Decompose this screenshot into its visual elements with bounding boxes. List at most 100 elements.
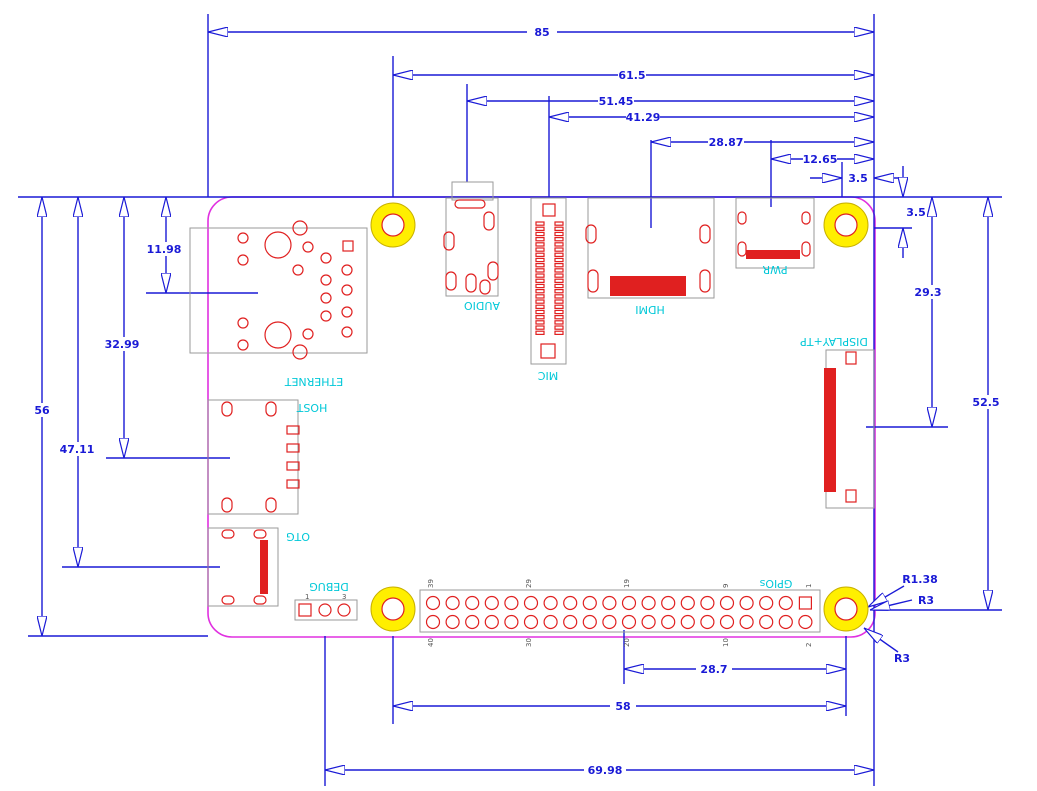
label-gpios: GPIOs bbox=[759, 577, 792, 590]
mic-fpc-pad bbox=[554, 330, 564, 336]
host-usb-connector bbox=[207, 399, 300, 515]
mic-fpc-pad bbox=[554, 252, 564, 257]
gpio-pin-2: 2 bbox=[805, 643, 813, 647]
mic-fpc-pad bbox=[535, 304, 545, 310]
mic-fpc-pad bbox=[554, 278, 564, 284]
mic-fpc-pad bbox=[554, 221, 564, 226]
mic-fpc-pad bbox=[554, 231, 564, 237]
mic-fpc-pad bbox=[535, 325, 545, 330]
mic-fpc-pad bbox=[535, 242, 545, 247]
gpio-pin-pad bbox=[465, 614, 480, 630]
otg-usb-connector bbox=[207, 527, 279, 607]
gpio-pin-pad bbox=[719, 614, 735, 630]
label-audio: AUDIO bbox=[464, 299, 500, 312]
audio-jack bbox=[443, 181, 499, 297]
mic-fpc-pad bbox=[554, 289, 564, 294]
gpio-pin-pad bbox=[661, 614, 676, 630]
gpio-pin-pad bbox=[621, 595, 637, 611]
mic-fpc-pad bbox=[554, 325, 564, 330]
gpio-pin-9: 9 bbox=[722, 584, 730, 588]
gpio-pin-19: 19 bbox=[623, 579, 631, 588]
gpio-pin-pad bbox=[484, 614, 499, 630]
gpio-pin-pad bbox=[445, 614, 460, 630]
dimension-labels: 85 61.5 51.45 41.29 28.87 12.65 3.5 3.5 … bbox=[28, 25, 1008, 777]
gpio-pin-pad bbox=[700, 614, 715, 630]
dim-label-32-99: 32.99 bbox=[105, 338, 140, 351]
dimension-lines-top bbox=[207, 14, 906, 636]
mounting-hole-bottom-right bbox=[823, 586, 869, 632]
gpio-pin-10: 10 bbox=[722, 638, 730, 647]
mic-fpc-pad bbox=[554, 273, 564, 278]
gpio-header bbox=[419, 589, 821, 633]
gpio-pin-pad bbox=[621, 614, 637, 630]
component-labels: ETHERNET AUDIO MIC HDMI PWR DISPLAY+TP H… bbox=[285, 263, 868, 593]
dim-label-28-87: 28.87 bbox=[709, 136, 744, 149]
gpio-pin-pad bbox=[582, 595, 597, 611]
dim-label-r1-38: R1.38 bbox=[902, 573, 938, 586]
mic-fpc-pad bbox=[535, 221, 545, 226]
gpio-pin-pad bbox=[582, 614, 597, 630]
mic-fpc-pad bbox=[535, 330, 545, 336]
mic-fpc-pad bbox=[554, 242, 564, 247]
dim-label-58: 58 bbox=[615, 700, 630, 713]
gpio-pin-pad bbox=[602, 595, 617, 611]
dim-label-52-5: 52.5 bbox=[972, 396, 999, 409]
gpio-pin-pad bbox=[798, 596, 813, 610]
gpio-pin-20: 20 bbox=[623, 638, 631, 647]
gpio-pin-pad bbox=[523, 614, 539, 630]
label-otg: OTG bbox=[286, 530, 310, 543]
mic-fpc-pad bbox=[554, 320, 564, 325]
gpio-pin-pad bbox=[759, 595, 774, 611]
label-host: HOST bbox=[296, 401, 327, 414]
dim-label-85: 85 bbox=[534, 26, 549, 39]
gpio-pin-39: 39 bbox=[427, 579, 435, 588]
dim-label-3-5-vertical: 3.5 bbox=[906, 206, 926, 219]
dim-label-r3-hole: R3 bbox=[894, 652, 910, 665]
mic-fpc-pad bbox=[554, 283, 564, 289]
debug-pin-1: 1 bbox=[305, 593, 309, 601]
gpio-pin-numbers: 39 29 19 9 1 40 30 20 10 2 bbox=[427, 579, 813, 647]
mic-fpc-pad bbox=[535, 315, 545, 320]
gpio-pin-pad bbox=[543, 595, 558, 611]
mic-fpc-pad bbox=[554, 263, 564, 268]
dim-label-28-7: 28.7 bbox=[700, 663, 727, 676]
mic-fpc-pad bbox=[535, 268, 545, 273]
gpio-pin-40: 40 bbox=[427, 638, 435, 647]
debug-pin-numbers: 1 3 bbox=[305, 593, 346, 601]
radius-leaders bbox=[864, 585, 913, 653]
mic-fpc-pad bbox=[554, 226, 564, 231]
debug-pin-3: 3 bbox=[342, 593, 346, 601]
gpio-pin-pad bbox=[602, 614, 617, 630]
mic-fpc-pad bbox=[554, 257, 564, 263]
mic-fpc-pad bbox=[554, 309, 564, 315]
label-hdmi: HDMI bbox=[635, 303, 664, 316]
gpio-pin-pad bbox=[759, 614, 774, 630]
dimension-lines-bottom bbox=[324, 630, 875, 786]
mic-fpc-pad bbox=[535, 237, 545, 242]
label-ethernet: ETHERNET bbox=[285, 375, 344, 388]
mic-fpc-pad bbox=[535, 320, 545, 325]
gpio-pin-pad bbox=[563, 614, 578, 630]
gpio-pin-30: 30 bbox=[525, 638, 533, 647]
mic-fpc-pad bbox=[535, 257, 545, 263]
board-outline bbox=[207, 196, 876, 638]
mic-fpc-pad bbox=[535, 273, 545, 278]
mic-fpc-pad bbox=[535, 289, 545, 294]
gpio-pin-1: 1 bbox=[805, 584, 813, 588]
dim-label-47-11: 47.11 bbox=[60, 443, 95, 456]
mic-fpc-pad bbox=[554, 299, 564, 304]
gpio-pin-pad bbox=[641, 614, 656, 630]
debug-header bbox=[294, 599, 358, 621]
mic-fpc-pad bbox=[535, 247, 545, 252]
dim-label-r3-corner: R3 bbox=[918, 594, 934, 607]
dimension-lines-left bbox=[28, 197, 258, 637]
mounting-hole-top-right bbox=[823, 202, 869, 248]
dim-label-3-5-horizontal: 3.5 bbox=[848, 172, 868, 185]
mic-fpc-pad bbox=[535, 226, 545, 231]
gpio-pin-pad bbox=[641, 595, 656, 611]
gpio-pin-pad bbox=[739, 595, 754, 611]
mounting-hole-top-left bbox=[370, 202, 416, 248]
mic-fpc-pad bbox=[554, 315, 564, 320]
gpio-pin-pad bbox=[680, 595, 695, 611]
dim-label-61-5: 61.5 bbox=[618, 69, 645, 82]
